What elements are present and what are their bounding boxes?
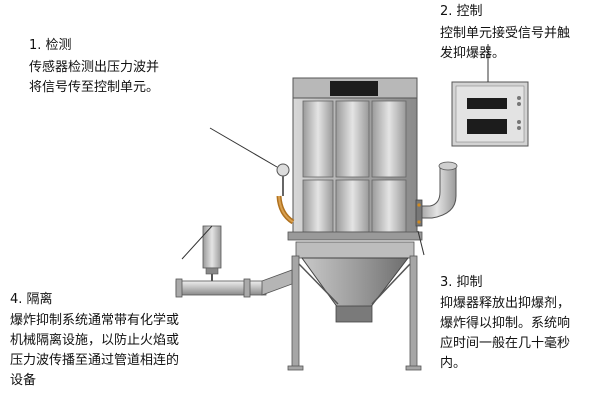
control-unit	[451, 81, 529, 147]
collector-body	[287, 77, 423, 241]
step-4-line-1: 爆炸抑制系统通常带有化学或	[10, 313, 180, 328]
step-3-line-1: 抑爆器释放出抑爆剂，	[440, 296, 571, 311]
support-legs	[287, 255, 422, 371]
step-3-heading: 3. 抑制	[440, 275, 483, 290]
leader-lines	[181, 44, 489, 260]
step-2-line-2: 发抑爆器。	[440, 46, 506, 61]
pressure-sensor	[276, 163, 295, 225]
step-3-line-4: 内。	[440, 356, 467, 371]
step-1-heading: 1. 检测	[29, 38, 72, 53]
suppressor	[415, 161, 458, 227]
step-3-line-2: 爆炸得以抑制。系统响	[440, 316, 571, 331]
step-2-heading: 2. 控制	[440, 4, 483, 19]
top-hatch	[330, 81, 378, 96]
step-1-line-2: 将信号传至控制单元。	[29, 80, 160, 95]
control-display-top	[467, 98, 507, 109]
step-2-line-1: 控制单元接受信号并触	[440, 26, 571, 41]
hopper	[295, 241, 415, 323]
isolation-duct	[175, 225, 293, 298]
control-display-bottom	[467, 119, 507, 134]
step-4-line-3: 压力波传播至通过管道相连的	[10, 353, 180, 368]
step-4-heading: 4. 隔离	[10, 292, 53, 307]
step-4-line-2: 机械隔离设施，以防止火焰或	[10, 333, 180, 348]
step-3-line-3: 应时间一般在几十毫秒	[440, 336, 571, 351]
step-4-line-4: 设备	[10, 373, 37, 388]
step-1-line-1: 传感器检测出压力波并	[29, 60, 160, 75]
